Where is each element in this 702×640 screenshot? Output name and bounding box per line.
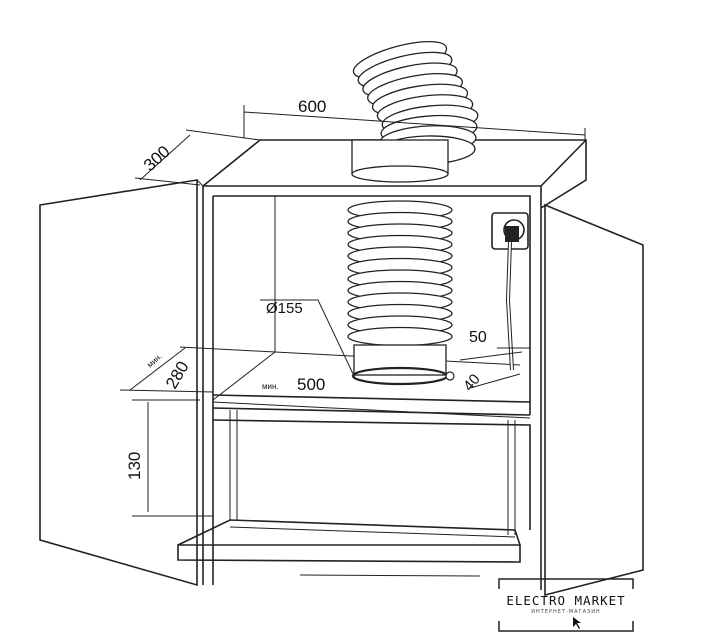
flexible-duct <box>347 40 479 386</box>
logo-subtitle: ИНТЕРНЕТ-МАГАЗИН <box>531 609 601 615</box>
hood-unit <box>177 410 521 577</box>
height-dimension: 130 <box>125 452 144 480</box>
logo-title: ELECTRO MARKET <box>506 593 626 608</box>
width-dimension: 600 <box>298 97 326 116</box>
min-width-label: мин. <box>262 382 279 391</box>
min-depth-dimension: 280 <box>162 358 193 392</box>
left-door <box>39 179 204 587</box>
power-socket <box>491 212 529 371</box>
depth-dimension: 300 <box>140 142 174 175</box>
dimension-lines <box>119 105 586 517</box>
cabinet-body <box>202 186 542 590</box>
socket-offset-dimension: 50 <box>469 329 487 346</box>
duct-diameter-label: Ø155 <box>266 300 303 317</box>
duct-ring <box>347 326 453 347</box>
duct-ring <box>445 371 455 381</box>
electro-market-logo: ELECTRO MARKET ИНТЕРНЕТ-МАГАЗИН <box>497 577 635 633</box>
rear-gap-dimension: 40 <box>460 371 484 395</box>
duct-ring <box>351 165 449 183</box>
min-width-dimension: 500 <box>297 375 325 394</box>
right-door <box>544 203 644 597</box>
